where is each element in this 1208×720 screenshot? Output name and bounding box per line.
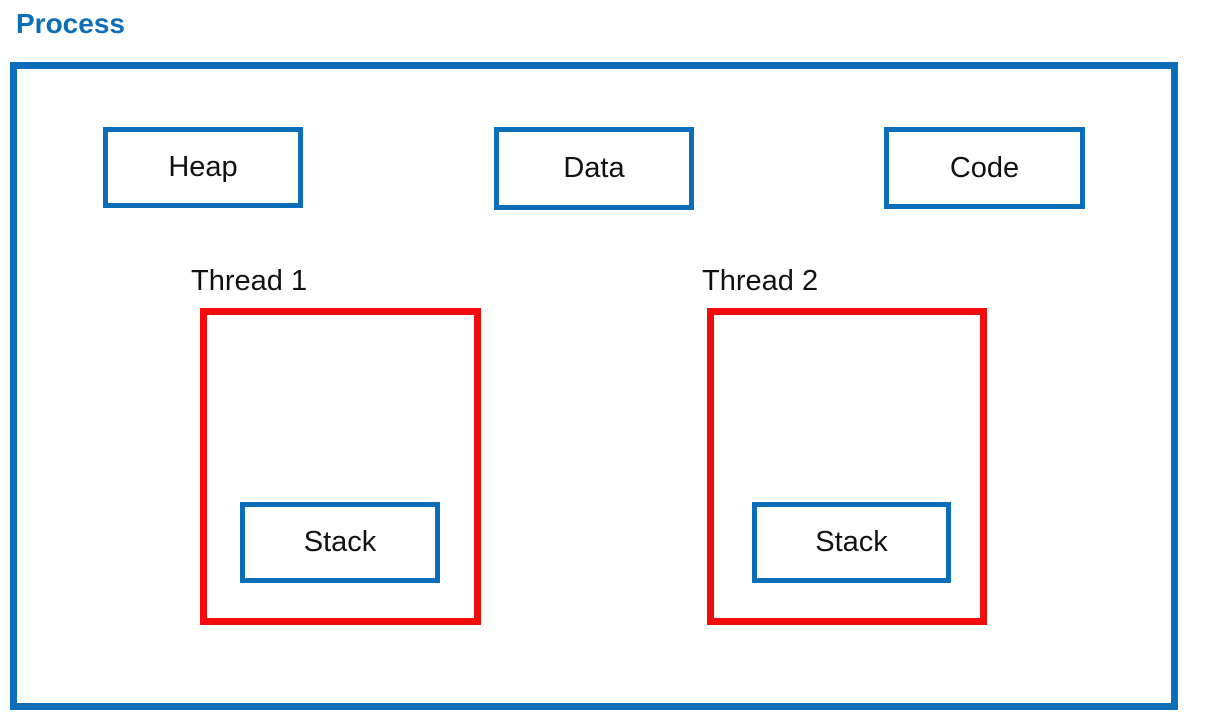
thread-2-label: Thread 2 — [702, 265, 819, 297]
thread-2-stack-box: Stack — [752, 502, 951, 583]
thread-1-stack-box: Stack — [240, 502, 440, 583]
code-box: Code — [884, 127, 1085, 209]
data-box: Data — [494, 127, 694, 210]
heap-box: Heap — [103, 127, 303, 208]
process-title: Process — [16, 8, 125, 39]
thread-1-label: Thread 1 — [191, 265, 308, 297]
